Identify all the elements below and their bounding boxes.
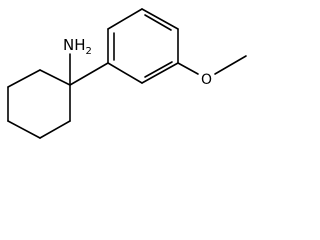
double-bond-inner (144, 61, 173, 78)
bond (39, 120, 71, 139)
bond (107, 62, 143, 84)
chemical-structure: NH2 O (7, 8, 247, 139)
bond (39, 69, 71, 86)
double-bond-inner (144, 14, 172, 31)
aryl-bond (69, 62, 109, 86)
methoxy-o-bond (177, 62, 199, 75)
methyl-bond (214, 55, 247, 75)
bond (141, 62, 179, 84)
cyclohexane-ring (7, 69, 71, 139)
benzene-ring (107, 8, 179, 84)
bond (107, 8, 143, 30)
oxygen-label: O (201, 72, 212, 88)
bond (7, 69, 41, 88)
amine-label: NH2 (63, 36, 92, 57)
bond (7, 120, 41, 139)
bond (141, 8, 179, 30)
